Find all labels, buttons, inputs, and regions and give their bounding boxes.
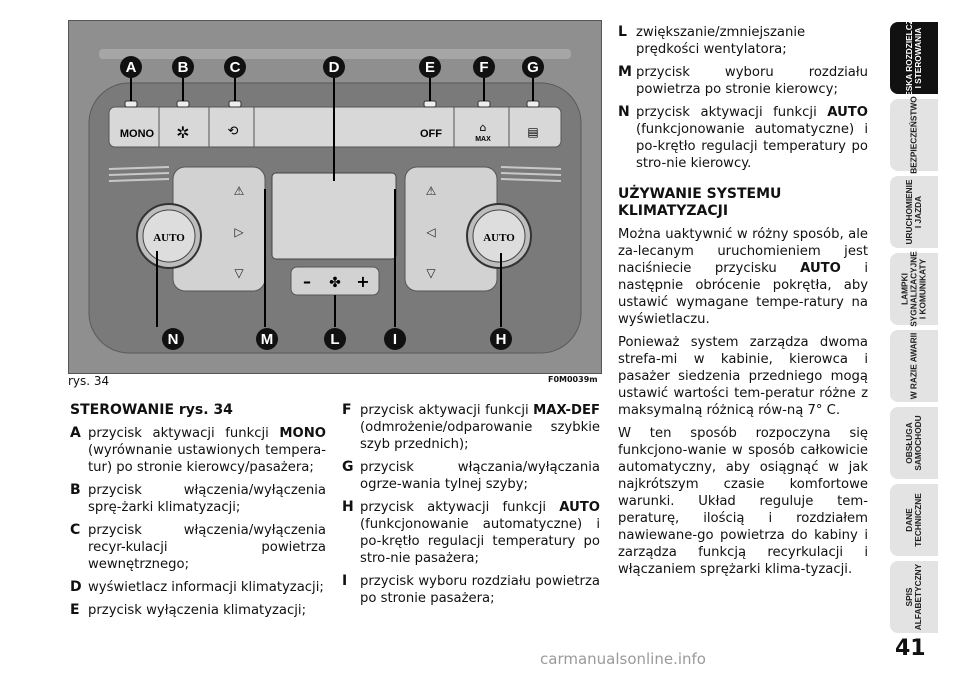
legend-text: przycisk aktywacji funkcji AUTO (funkcjo…: [636, 105, 868, 171]
section-heading-controls: STEROWANIE rys. 34: [70, 402, 233, 418]
max-button-label: MAX: [475, 136, 491, 143]
legend-key: E: [70, 602, 80, 618]
mono-button-label: MONO: [120, 128, 155, 140]
callout-f: F: [479, 59, 488, 76]
fan-minus: –: [303, 272, 311, 291]
face-mode-icon-left: ▷: [234, 225, 244, 239]
callout-b: B: [178, 59, 189, 76]
legend-key: L: [618, 24, 627, 40]
legend-text: przycisk włączenia/wyłączenia sprę-żarki…: [88, 483, 326, 515]
watermark: carmanualsonline.info: [540, 650, 706, 668]
climate-panel-illustration: MONO ✲ ⟲ OFF MAX ⌂ ▤ ⚠ ▷ ▽ ⚠ ◁ ▽ – ✤ +: [88, 49, 582, 354]
callout-n: N: [168, 331, 179, 348]
auto-knob-left-label: AUTO: [153, 232, 185, 244]
usage-paragraph-1: Można uaktywnić w różny sposób, ale za-l…: [618, 227, 868, 327]
callout-m: M: [261, 331, 274, 348]
callout-d: D: [329, 59, 340, 76]
legend-text: przycisk aktywacji funkcji MONO (wyrówna…: [88, 426, 326, 475]
tab-safety[interactable]: BEZPIECZEŃSTWO: [890, 96, 938, 174]
usage-paragraph-2: Ponieważ system zarządza dwoma strefa-mi…: [618, 335, 868, 418]
fan-plus: +: [356, 272, 369, 291]
tab-technical-data[interactable]: DANE TECHNICZNE: [890, 484, 938, 556]
defrost-mode-icon-right: ⚠: [426, 184, 437, 198]
legend-key: H: [342, 499, 354, 515]
chapter-tabs: DESKA ROZDZIELCZA I STEROWANIA BEZPIECZE…: [890, 13, 938, 638]
figure-caption: rys. 34: [68, 374, 110, 388]
tab-dashboard[interactable]: DESKA ROZDZIELCZA I STEROWANIA: [890, 13, 938, 103]
legend-text: zwiększanie/zmniejszanie prędkości wenty…: [636, 25, 806, 57]
legend-text: przycisk włączenia/wyłączenia recyr-kula…: [88, 523, 326, 572]
legend-key: F: [342, 402, 352, 418]
figure-code: F0M0039m: [548, 375, 598, 384]
fan-icon: ✤: [329, 275, 341, 291]
usage-paragraph-3: W ten sposób rozpoczyna się funkcjono-wa…: [618, 426, 868, 577]
tab-starting[interactable]: URUCHOMIENIE I JAZDA: [890, 176, 938, 248]
defrost-mode-icon-left: ⚠: [234, 184, 245, 198]
legend-text: przycisk aktywacji funkcji AUTO (funkcjo…: [360, 500, 600, 566]
legend-key: D: [70, 579, 82, 595]
tab-index[interactable]: SPIS ALFABETYCZNY: [890, 561, 938, 633]
rear-window-heat-icon: ▤: [527, 125, 538, 139]
tab-emergency[interactable]: W RAZIE AWARII: [890, 330, 938, 402]
legend-text: przycisk wyboru rozdziału powietrza po s…: [636, 65, 868, 97]
auto-knob-right-label: AUTO: [483, 232, 515, 244]
legend-key: I: [342, 573, 348, 589]
snowflake-icon: ✲: [176, 123, 189, 142]
legend-text: przycisk wyboru rozdziału powietrza po s…: [360, 574, 600, 606]
feet-mode-icon-left: ▽: [234, 266, 244, 280]
windshield-defrost-icon: ⌂: [480, 121, 487, 134]
callout-g: G: [527, 59, 539, 76]
tab-warning-lights[interactable]: LAMPKI SYGNALIZACYJNE I KOMUNIKATY: [890, 251, 938, 327]
face-mode-icon-right: ◁: [425, 225, 435, 239]
recirculation-icon: ⟲: [228, 124, 239, 139]
callout-e: E: [425, 59, 435, 76]
callout-h: H: [496, 331, 507, 348]
climate-control-figure: MONO ✲ ⟲ OFF MAX ⌂ ▤ ⚠ ▷ ▽ ⚠ ◁ ▽ – ✤ +: [68, 20, 602, 374]
callout-c: C: [230, 59, 241, 76]
callout-a: A: [126, 59, 137, 76]
legend-text: wyświetlacz informacji klimatyzacji;: [88, 580, 324, 595]
legend-text: przycisk włączania/wyłączania ogrze-wani…: [360, 460, 600, 492]
legend-key: C: [70, 522, 81, 538]
legend-text: przycisk wyłączenia klimatyzacji;: [88, 603, 307, 618]
legend-key: M: [618, 64, 632, 80]
callout-i: I: [393, 331, 397, 348]
legend-key: B: [70, 482, 81, 498]
legend-key: G: [342, 459, 354, 475]
legend-text: przycisk aktywacji funkcji MAX-DEF (odmr…: [360, 403, 600, 452]
section-heading-usage: UŻYWANIE SYSTEMU KLIMATYZACJI: [618, 186, 782, 219]
off-button-label: OFF: [420, 128, 442, 140]
callout-l: L: [330, 331, 339, 348]
page-number: 41: [895, 636, 926, 661]
legend-key: N: [618, 104, 630, 120]
tab-maintenance[interactable]: OBSŁUGA SAMOCHODU: [890, 407, 938, 479]
legend-key: A: [70, 425, 81, 441]
feet-mode-icon-right: ▽: [426, 266, 436, 280]
